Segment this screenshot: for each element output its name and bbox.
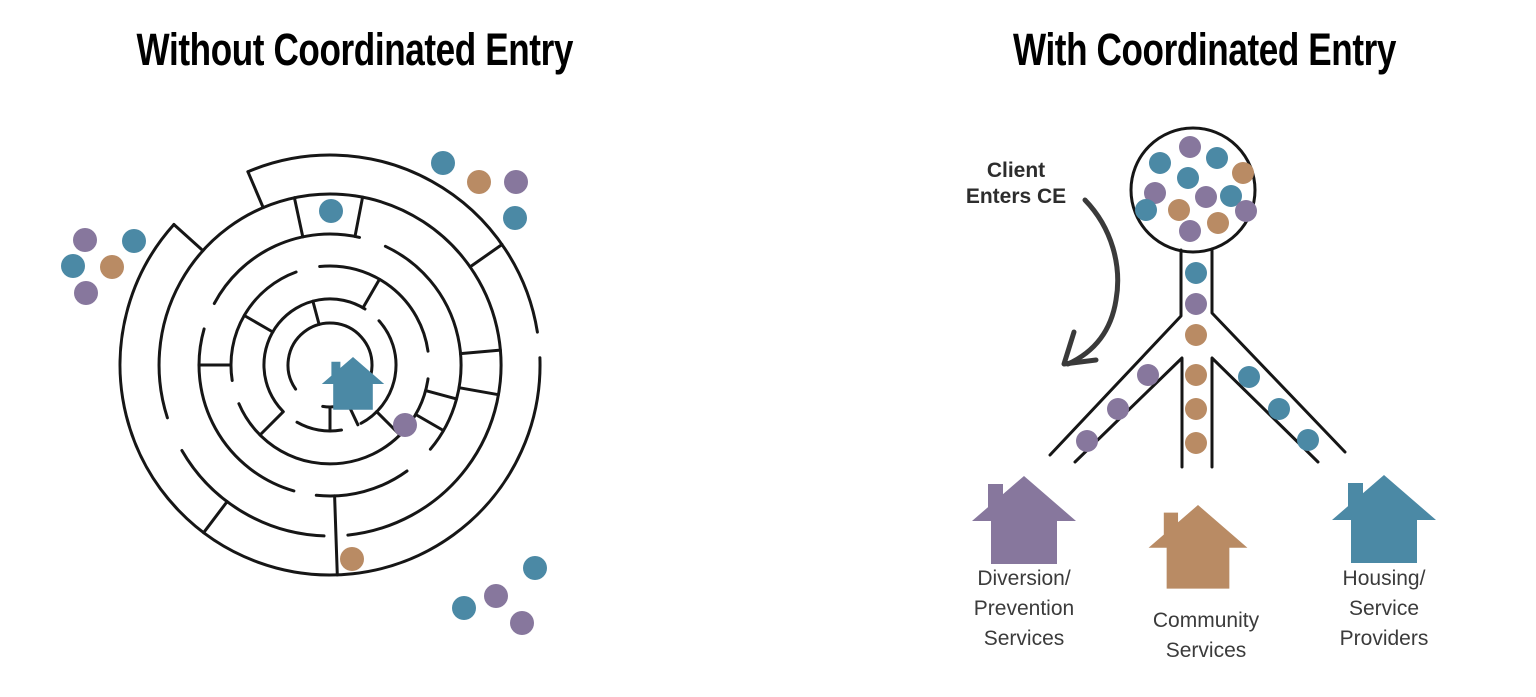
client-dot-purple [1076, 430, 1098, 452]
funnel-client-dots [1076, 262, 1319, 454]
client-dot-purple [1235, 200, 1257, 222]
client-dot-tan [1185, 432, 1207, 454]
client-dot-tan [100, 255, 124, 279]
house-icon-housing-providers [1332, 475, 1436, 563]
client-dot-teal [1238, 366, 1260, 388]
client-pool-dots [1135, 136, 1257, 242]
house-icon-community [1148, 505, 1248, 589]
client-dot-teal [1149, 152, 1171, 174]
client-dot-teal [1177, 167, 1199, 189]
client-dot-purple [1179, 220, 1201, 242]
right-panel-title: With Coordinated Entry [1013, 24, 1397, 75]
client-dot-purple [393, 413, 417, 437]
client-enters-ce-label: Client Enters CE [965, 159, 1067, 208]
label-diversion-prevention-services: Diversion/ Prevention Services [973, 567, 1075, 650]
client-dot-teal [61, 254, 85, 278]
house-icon-diversion-prevention [972, 476, 1076, 564]
client-dot-tan [340, 547, 364, 571]
circular-maze-icon [61, 151, 547, 635]
client-dot-tan [1185, 324, 1207, 346]
client-pool-circle [1129, 126, 1257, 254]
client-dot-purple [1137, 364, 1159, 386]
client-dot-teal [1206, 147, 1228, 169]
client-dot-purple [73, 228, 97, 252]
client-dot-teal [431, 151, 455, 175]
client-dot-purple [1179, 136, 1201, 158]
client-dot-teal [1220, 185, 1242, 207]
client-dot-teal [452, 596, 476, 620]
curved-arrow-icon [1061, 197, 1121, 367]
maze-client-dots [61, 151, 547, 635]
funnel-channels [1048, 247, 1347, 469]
client-dot-teal [319, 199, 343, 223]
client-dot-teal [1135, 199, 1157, 221]
client-dot-tan [1232, 162, 1254, 184]
client-dot-tan [467, 170, 491, 194]
client-dot-tan [1185, 398, 1207, 420]
maze-walls [118, 153, 542, 577]
client-dot-tan [1168, 199, 1190, 221]
label-community-services: Community Services [1152, 609, 1260, 662]
client-dot-teal [1297, 429, 1319, 451]
client-dot-purple [504, 170, 528, 194]
coordinated-entry-funnel [972, 126, 1436, 589]
client-dot-teal [503, 206, 527, 230]
client-dot-tan [1207, 212, 1229, 234]
client-dot-purple [510, 611, 534, 635]
client-dot-purple [1195, 186, 1217, 208]
client-dot-purple [1107, 398, 1129, 420]
client-dot-purple [74, 281, 98, 305]
client-dot-teal [122, 229, 146, 253]
client-dot-purple [1144, 182, 1166, 204]
client-dot-teal [1185, 262, 1207, 284]
client-dot-teal [1268, 398, 1290, 420]
house-icon [321, 357, 385, 410]
client-dot-teal [523, 556, 547, 580]
client-dot-tan [1185, 364, 1207, 386]
client-dot-purple [484, 584, 508, 608]
label-housing-service-providers: Housing/ Service Providers [1339, 567, 1429, 650]
client-dot-purple [1185, 293, 1207, 315]
left-panel-title: Without Coordinated Entry [136, 24, 574, 75]
